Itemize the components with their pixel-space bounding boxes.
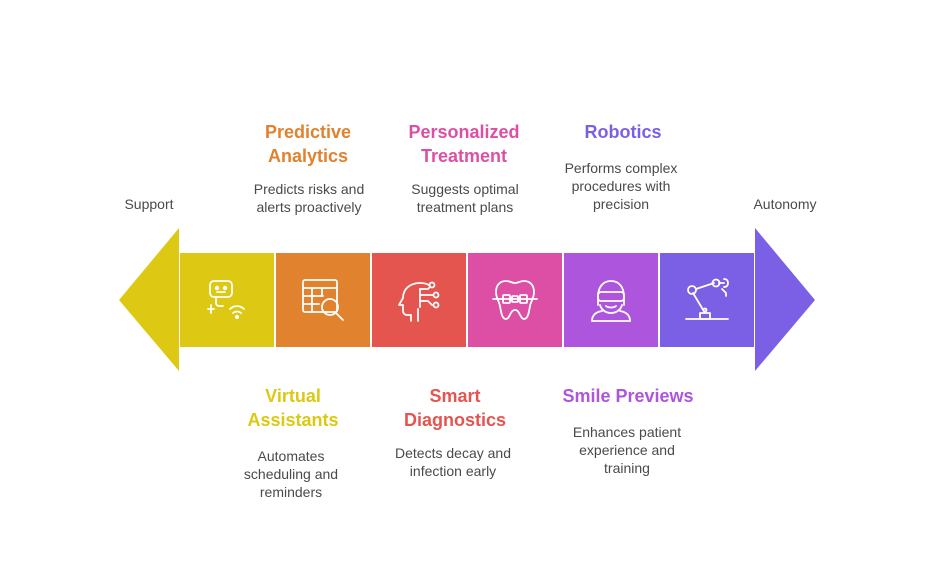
support-label: Support xyxy=(124,196,174,212)
smart-diagnostics-title: Smart Diagnostics xyxy=(403,386,507,430)
segment-4 xyxy=(468,253,562,347)
predictive-analytics-desc: Predicts risks and alerts proactively xyxy=(253,181,365,215)
segment-virtual-assistants xyxy=(180,253,274,347)
segment-1 xyxy=(180,253,274,347)
segment-smart-diagnostics xyxy=(372,253,466,347)
robot-wifi-icon xyxy=(207,280,245,320)
segment-5 xyxy=(564,253,658,347)
robotics-desc: Performs complex procedures with precisi… xyxy=(564,160,678,212)
segment-3 xyxy=(372,253,466,347)
tooth-braces-icon xyxy=(492,280,538,320)
vr-headset-person-icon xyxy=(591,280,631,322)
smile-previews-desc: Enhances patient experience and training xyxy=(572,424,682,476)
segment-personalized-treatment xyxy=(468,253,562,347)
virtual-assistants-desc: Automates scheduling and reminders xyxy=(243,448,339,500)
table-search-icon xyxy=(302,279,344,321)
ai-head-icon xyxy=(398,281,440,322)
virtual-assistants-title: Virtual Assistants xyxy=(247,386,339,430)
personalized-treatment-title: Personalized Treatment xyxy=(408,122,520,166)
personalized-treatment-desc: Suggests optimal treatment plans xyxy=(411,181,519,215)
left-arrowhead xyxy=(119,228,179,371)
right-arrowhead xyxy=(755,228,815,371)
segment-predictive-analytics xyxy=(276,253,370,347)
segment-smile-previews xyxy=(564,253,658,347)
predictive-analytics-title: Predictive Analytics xyxy=(264,122,352,166)
robotics-title: Robotics xyxy=(584,122,662,142)
smart-diagnostics-desc: Detects decay and infection early xyxy=(395,445,511,479)
smile-previews-title: Smile Previews xyxy=(562,386,694,406)
autonomy-label: Autonomy xyxy=(753,196,817,212)
segment-robotics xyxy=(660,253,754,347)
segment-2 xyxy=(276,253,370,347)
robotic-arm-icon xyxy=(685,278,729,320)
segment-6 xyxy=(660,253,754,347)
